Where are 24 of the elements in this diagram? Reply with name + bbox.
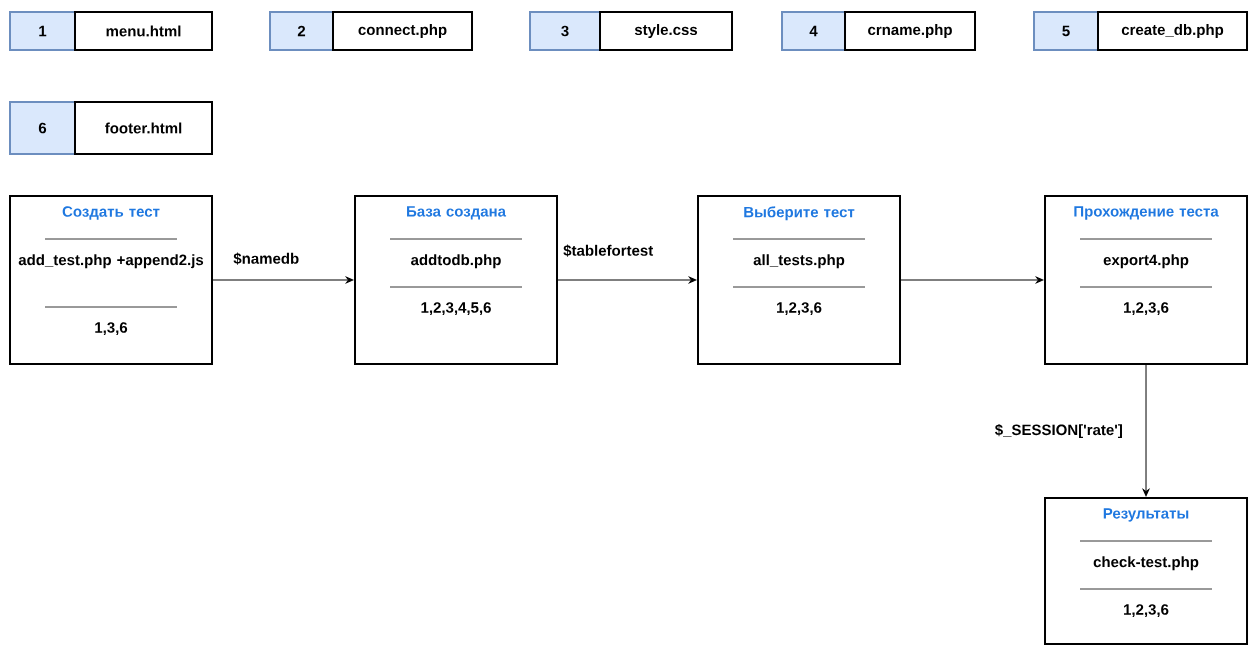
file-box: footer.html (74, 101, 213, 155)
edge-label: $_SESSION['rate'] (993, 422, 1124, 440)
arrow (900, 276, 1044, 284)
arrow (557, 276, 697, 284)
file-box: crname.php (844, 11, 976, 51)
file-box: create_db.php (1097, 11, 1248, 51)
number-box: 1 (9, 11, 76, 51)
file-box: connect.php (332, 11, 473, 51)
arrow (212, 276, 354, 284)
number-box: 3 (529, 11, 601, 51)
page-card: Результаты check-test.php 1,2,3,6 (1044, 497, 1248, 645)
number-box: 4 (781, 11, 846, 51)
arrow (1142, 364, 1150, 497)
page-card: Выберите тест all_tests.php 1,2,3,6 (697, 195, 901, 365)
number-box: 2 (269, 11, 334, 51)
number-box: 6 (9, 101, 76, 155)
page-card: Создать тест add_test.php +append2.js 1,3,6 (9, 195, 213, 365)
edge-label: $namedb (232, 251, 301, 266)
number-box: 5 (1033, 11, 1099, 51)
page-card: Прохождение теста export4.php 1,2,3,6 (1044, 195, 1248, 365)
file-box: style.css (599, 11, 733, 51)
edge-label: $tablefortest (562, 243, 655, 258)
page-card: База создана addtodb.php 1,2,3,4,5,6 (354, 195, 558, 365)
file-box: menu.html (74, 11, 213, 51)
